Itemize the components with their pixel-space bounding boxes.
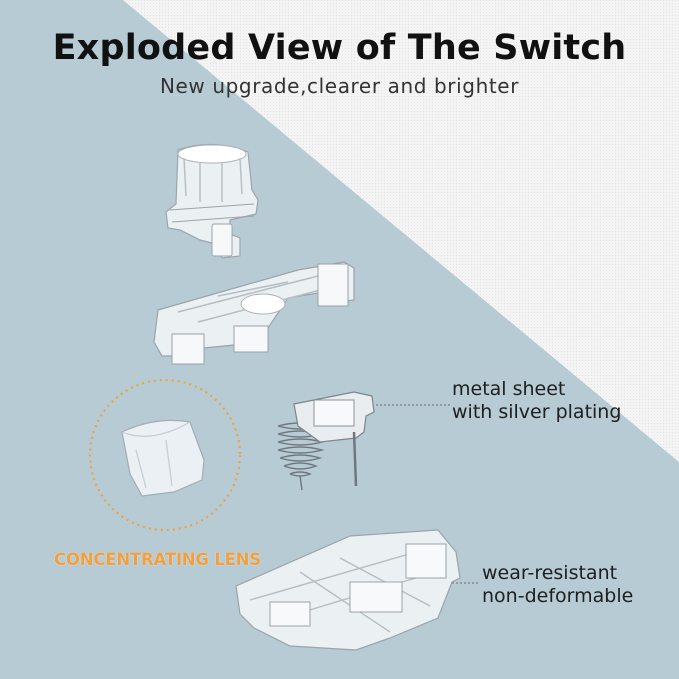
bottom-housing: [235, 529, 461, 651]
page-subtitle: New upgrade,clearer and brighter: [159, 74, 520, 98]
concentrating-lens-label: CONCENTRATING LENS: [54, 550, 261, 569]
metal-sheet-callout: metal sheet with silver plating: [452, 378, 621, 424]
housing-line2: non-deformable: [482, 585, 634, 607]
switch-stem: [165, 143, 259, 259]
housing-callout: wear-resistant non-deformable: [482, 562, 633, 608]
concentrating-lens-part: [121, 419, 205, 497]
page-title: Exploded View of The Switch: [52, 28, 627, 68]
spring-and-metal-sheet: [277, 391, 375, 491]
housing-line1: wear-resistant: [482, 562, 618, 584]
metal-sheet-line2: with silver plating: [452, 401, 622, 423]
top-housing: [153, 261, 355, 365]
lens-highlight-circle: [88, 378, 242, 532]
white-diagonal-panel: [0, 0, 679, 462]
metal-sheet-line1: metal sheet: [452, 378, 566, 400]
